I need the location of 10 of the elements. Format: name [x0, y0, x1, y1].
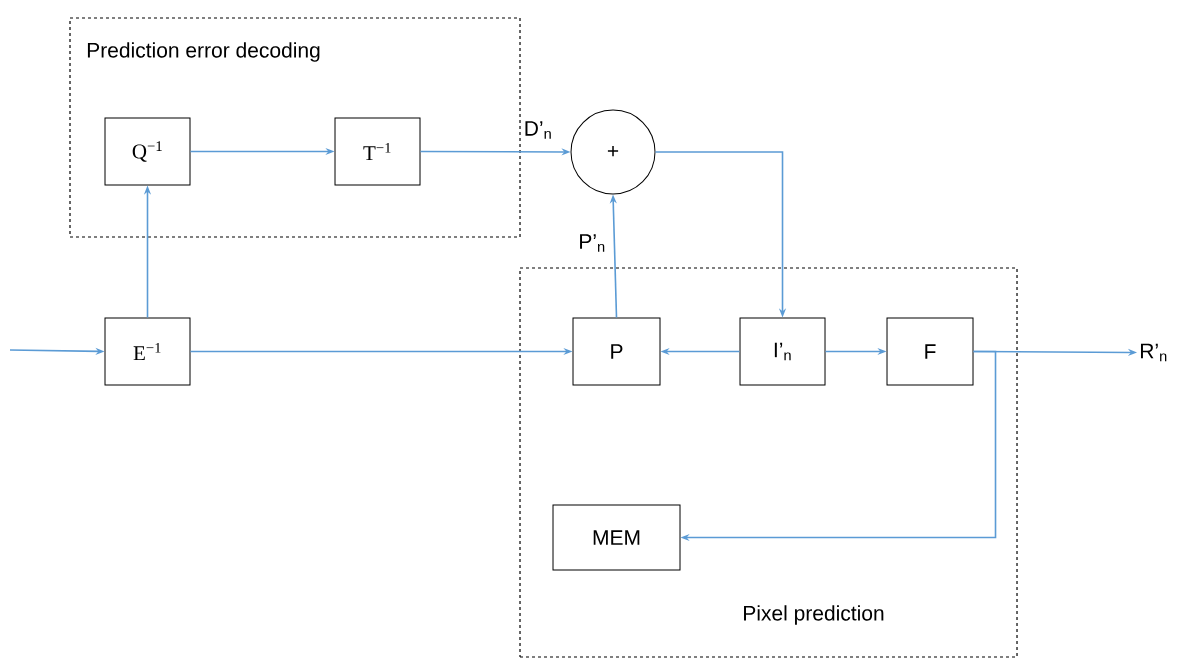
output-label: R’$_{n}$ [1141, 343, 1167, 362]
process-box: F [886, 317, 974, 386]
process-box: E$^{−1}$ [104, 317, 191, 386]
process-box: Q$^{−1}$ [104, 117, 191, 186]
process-box: T$^{−1}$ [334, 117, 421, 186]
process-box: I’$_{n}$ [739, 317, 826, 386]
edge-label: P’$_{n}$ [577, 233, 607, 253]
edge-label: D’$_{n}$ [522, 120, 554, 140]
process-box: MEM [552, 504, 681, 571]
process-box: P [572, 317, 661, 386]
